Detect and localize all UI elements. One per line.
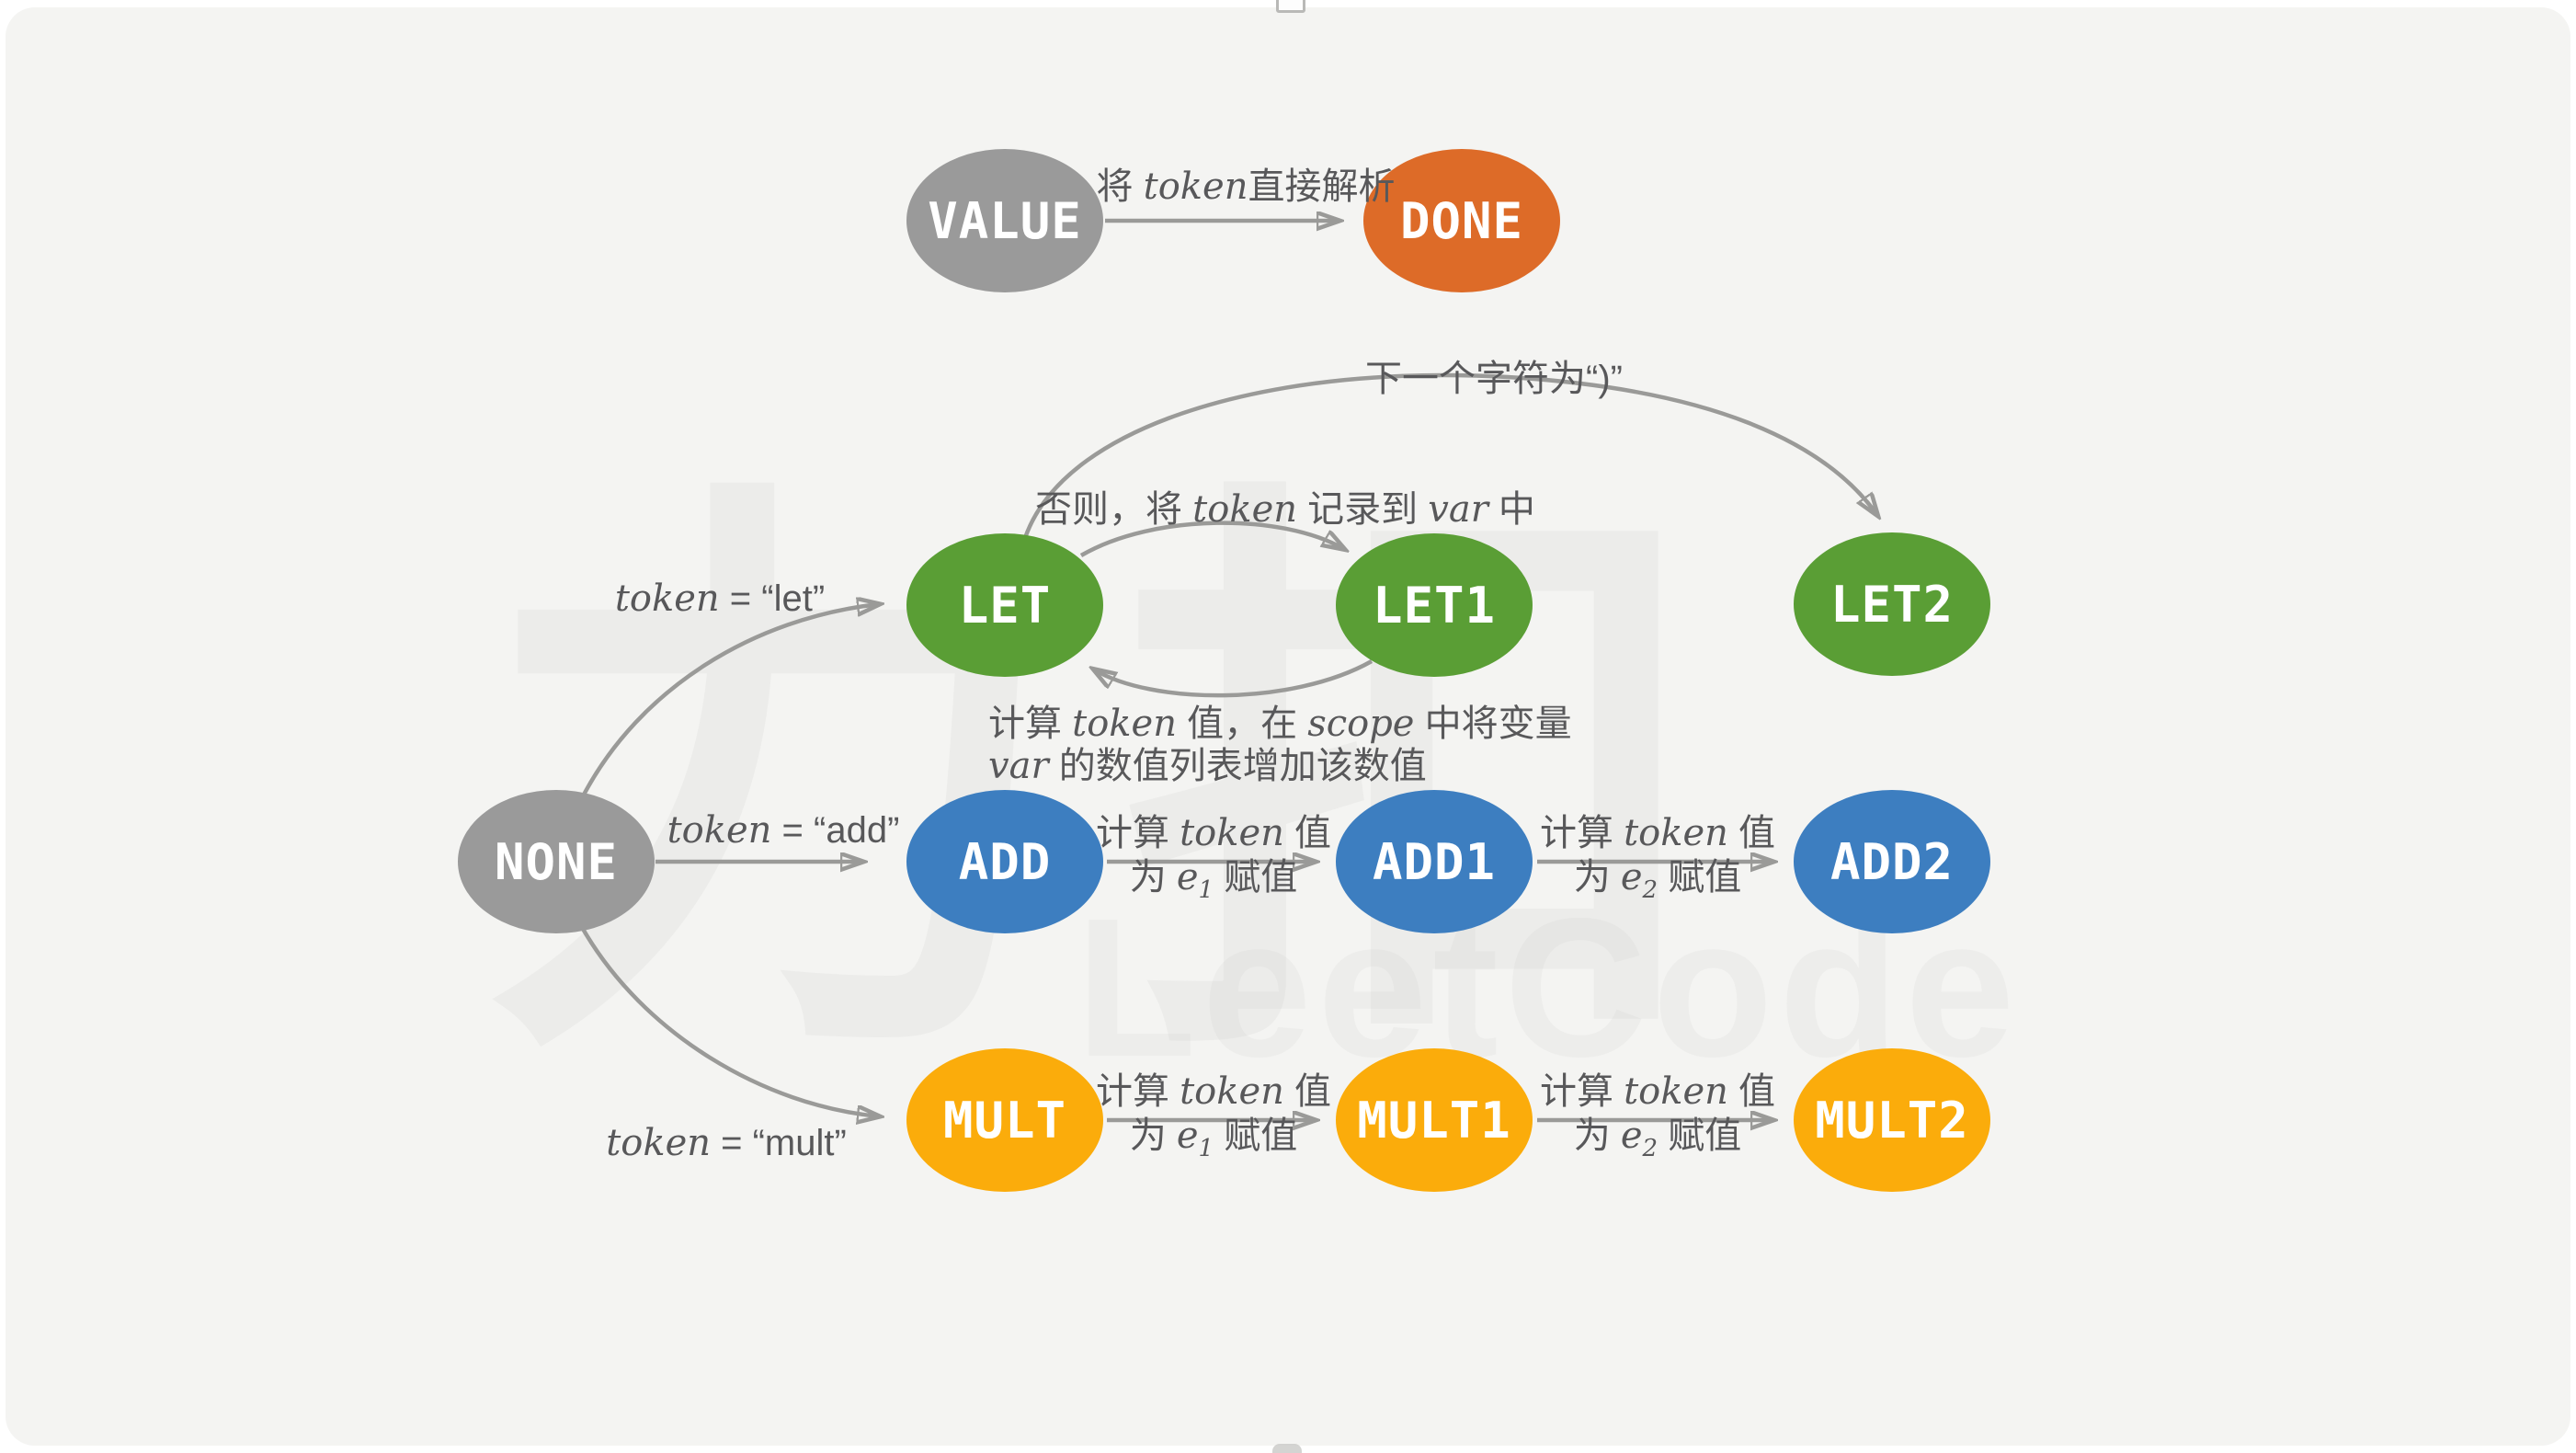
edge-label-value-done: 将 token直接解析 [1096, 166, 1396, 208]
edge-label-token-let: token = “let” [614, 578, 826, 620]
state-node-mult2: MULT2 [1794, 1048, 1990, 1192]
state-node-mult: MULT [906, 1048, 1103, 1192]
state-node-let1: LET1 [1336, 533, 1533, 677]
edge-label-token-add: token = “add” [667, 809, 900, 852]
edge-label-add-e1: 计算 token 值为 e1 赋值 [1095, 812, 1332, 904]
edge-label-add-e2: 计算 token 值为 e2 赋值 [1539, 812, 1776, 904]
state-node-add1: ADD1 [1336, 790, 1533, 933]
state-node-value: VALUE [906, 149, 1103, 292]
edge-none-let [581, 604, 879, 798]
edge-label-otherwise: 否则，将 token 记录到 var 中 [1035, 488, 1535, 531]
state-node-let2: LET2 [1794, 532, 1990, 676]
edge-let1-let [1094, 659, 1373, 698]
edge-label-next-char: 下一个字符为“)” [1365, 359, 1623, 399]
state-node-done: DONE [1363, 149, 1560, 292]
edge-let-let1 [1079, 521, 1344, 557]
state-node-add: ADD [906, 790, 1103, 933]
edge-label-token-mult: token = “mult” [606, 1122, 847, 1164]
state-node-let: LET [906, 533, 1103, 677]
selection-handle-bottom[interactable] [1272, 1444, 1302, 1453]
edge-none-mult [581, 927, 879, 1116]
state-node-mult1: MULT1 [1336, 1048, 1533, 1192]
diagram-card [6, 7, 2570, 1446]
state-node-none: NONE [458, 790, 655, 933]
selection-handle-top[interactable] [1276, 0, 1305, 13]
state-node-add2: ADD2 [1794, 790, 1990, 933]
edge-label-mult-e2: 计算 token 值为 e2 赋值 [1539, 1070, 1776, 1162]
edge-let-let2 [1022, 372, 1877, 539]
edge-label-mult-e1: 计算 token 值为 e1 赋值 [1095, 1070, 1332, 1162]
